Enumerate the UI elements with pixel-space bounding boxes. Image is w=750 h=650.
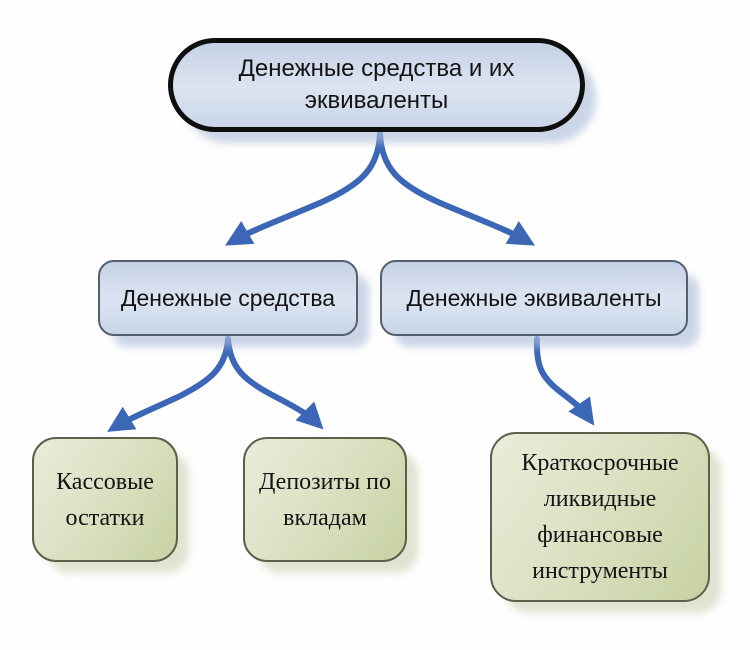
arrow-cash-to-deposits [225, 336, 324, 430]
node-cash-equivalents: Денежные эквиваленты [380, 260, 688, 336]
node-deposits-label: Депозиты по вкладам [259, 468, 391, 531]
node-cash: Денежные средства [98, 260, 358, 336]
node-cash-and-equivalents-label: Денежные средства и их эквиваленты [238, 54, 515, 114]
node-deposits: Депозиты по вкладам [243, 437, 407, 562]
node-short-term-instruments: Краткосрочные ликвидные финансовые инстр… [490, 432, 710, 602]
arrow-cash-to-balances [107, 336, 231, 432]
node-cash-equivalents-label: Денежные эквиваленты [406, 284, 662, 311]
arrow-root-to-equivalents [377, 131, 535, 246]
node-cash-label: Денежные средства [120, 284, 336, 311]
arrow-root-to-cash [225, 131, 383, 246]
node-cash-and-equivalents: Денежные средства и их эквиваленты [168, 38, 585, 132]
node-cash-balances-label: Кассовые остатки [56, 468, 154, 531]
node-short-term-instruments-label: Краткосрочные ликвидные финансовые инстр… [521, 450, 679, 584]
arrow-equivalents-to-instruments [533, 336, 595, 426]
node-cash-balances: Кассовые остатки [32, 437, 178, 562]
